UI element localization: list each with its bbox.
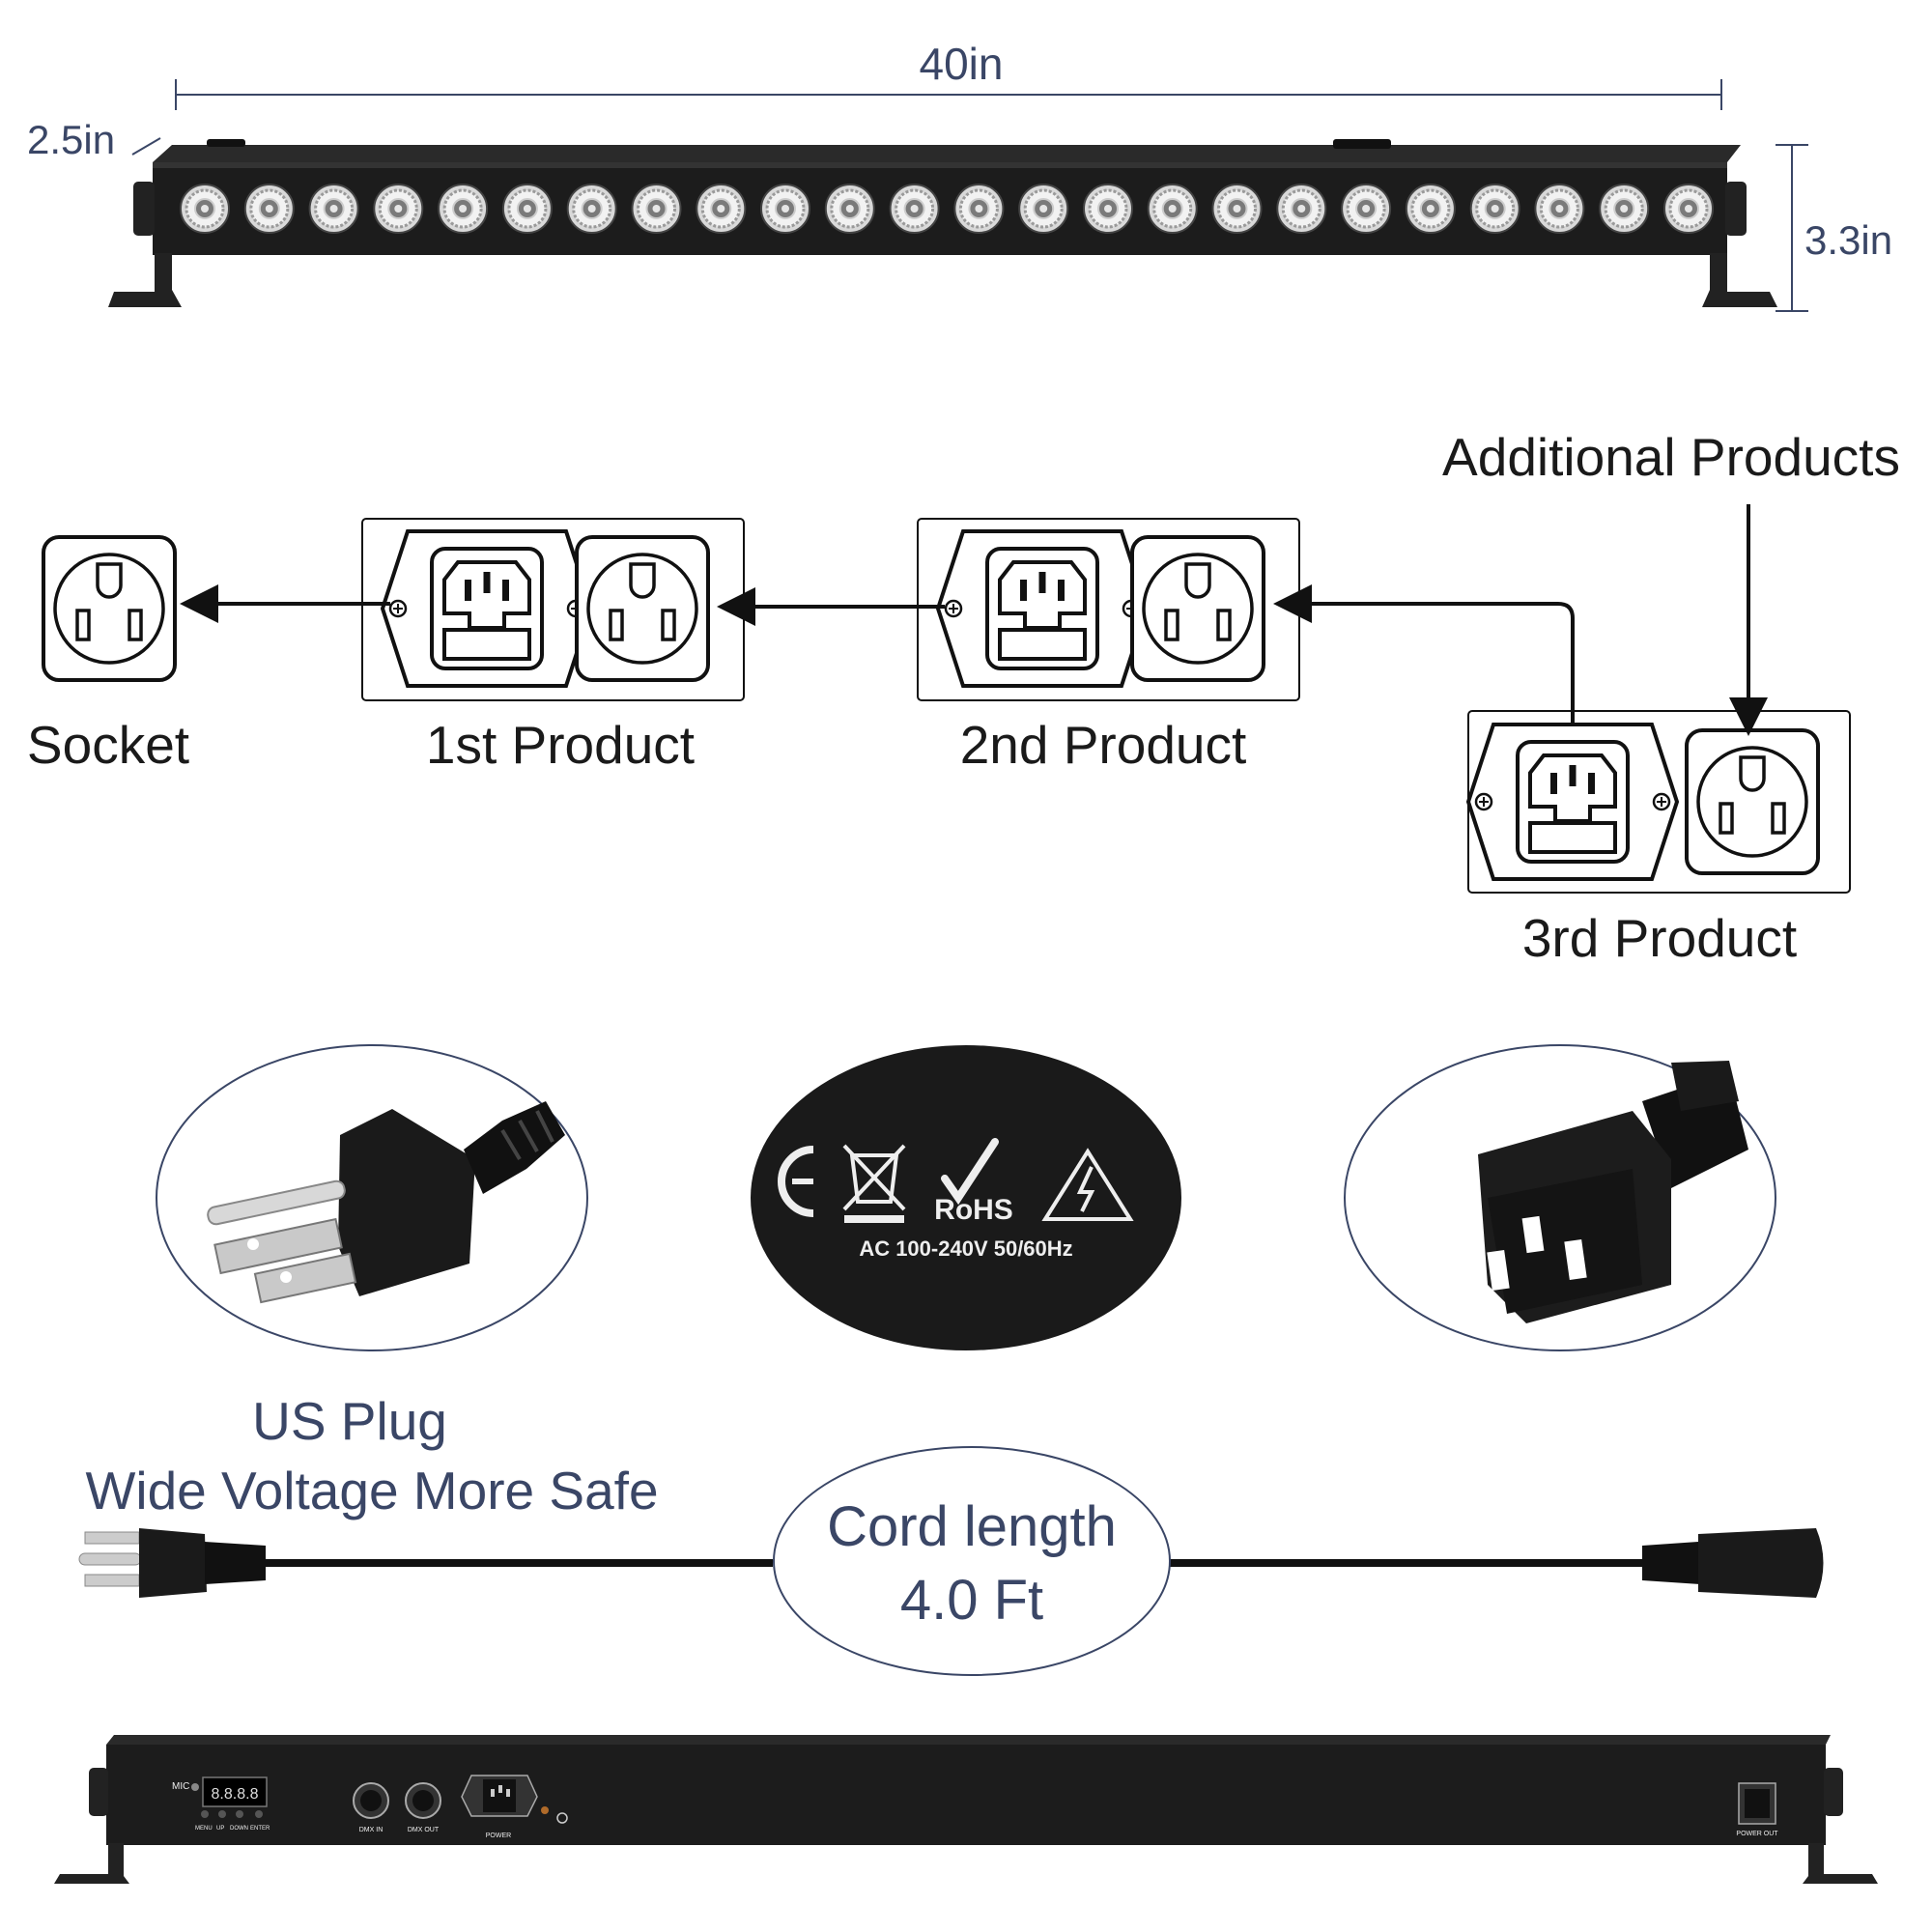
enter-button[interactable] xyxy=(255,1810,263,1818)
us-outlet-icon xyxy=(1685,728,1820,875)
led-display xyxy=(202,1776,268,1807)
led-lens-icon xyxy=(695,183,747,235)
mic-label: MIC xyxy=(172,1781,189,1792)
iec-c14-inlet-icon xyxy=(381,529,593,688)
rohs-icon: RoHS xyxy=(934,1138,1013,1226)
chain-arrows xyxy=(180,504,1768,736)
led-lens-icon xyxy=(179,183,231,235)
led-lens-icon xyxy=(952,183,1005,235)
depth-dimension: 2.5in xyxy=(27,117,161,162)
led-lens-icon xyxy=(501,183,554,235)
led-lens-icon xyxy=(1340,183,1392,235)
fuse-icon xyxy=(541,1806,549,1814)
iec-connector-oval xyxy=(1344,1044,1776,1351)
voltage-label: AC 100-240V 50/60Hz xyxy=(859,1236,1072,1261)
display-value: 8.8.8.8 xyxy=(212,1786,259,1803)
power-out-label: POWER OUT xyxy=(1736,1831,1778,1837)
led-lens-icon xyxy=(372,183,424,235)
height-label: 3.3in xyxy=(1804,217,1892,263)
led-lens-icon xyxy=(308,183,360,235)
dmx-out-label: DMX OUT xyxy=(408,1827,440,1833)
wall-socket: Socket xyxy=(27,535,189,775)
led-lens-icon xyxy=(1598,183,1650,235)
cord-length-line1: Cord length xyxy=(827,1495,1117,1558)
down-button[interactable] xyxy=(236,1810,243,1818)
ce-mark-icon xyxy=(778,1146,814,1217)
led-lens-icon xyxy=(824,183,876,235)
led-lens-icon xyxy=(1662,183,1715,235)
led-lens-icon xyxy=(566,183,618,235)
us-plug-icon xyxy=(78,1528,266,1598)
led-lens-icon xyxy=(1082,183,1134,235)
button-label: UP xyxy=(216,1826,224,1832)
us-plug-icon xyxy=(207,1101,565,1304)
daisy-chain-diagram: Additional Products Socket 1st Product 2… xyxy=(27,427,1900,968)
power-out-port[interactable]: POWER OUT xyxy=(1736,1782,1778,1837)
led-bar-rear-view: MIC 8.8.8.8 MENU UP DOWN ENTER DMX IN DM… xyxy=(54,1735,1878,1884)
length-dimension: 40in xyxy=(175,39,1722,110)
menu-button[interactable] xyxy=(201,1810,209,1818)
iec-c13-connector-icon xyxy=(1642,1528,1824,1598)
button-label: ENTER xyxy=(250,1826,270,1832)
rohs-label: RoHS xyxy=(934,1194,1013,1226)
up-button[interactable] xyxy=(218,1810,226,1818)
product-3: 3rd Product xyxy=(1466,710,1851,968)
led-lens-icon xyxy=(759,183,811,235)
socket-label: Socket xyxy=(27,715,189,775)
length-label: 40in xyxy=(920,39,1004,89)
led-lens-icon xyxy=(631,183,682,235)
us-outlet-icon xyxy=(575,535,710,682)
product-2: 2nd Product xyxy=(917,518,1300,775)
us-outlet-icon xyxy=(1130,535,1265,682)
button-label: MENU xyxy=(195,1826,213,1832)
led-bar-front-view: 40in 2.5in 3.3in xyxy=(27,39,1892,312)
led-lens-icon xyxy=(1147,183,1199,235)
mic-icon xyxy=(191,1783,199,1791)
cord-length-line2: 4.0 Ft xyxy=(900,1569,1043,1632)
product-label: 3rd Product xyxy=(1522,908,1797,968)
led-lens-icon xyxy=(1017,183,1069,235)
ground-screw-icon xyxy=(556,1812,568,1824)
power-label: POWER xyxy=(486,1833,511,1839)
dmx-out-port[interactable]: DMX OUT xyxy=(405,1782,441,1833)
iec-c14-inlet-icon xyxy=(936,529,1149,688)
led-lens-icon xyxy=(437,183,489,235)
product-1: 1st Product xyxy=(361,518,745,775)
us-plug-oval xyxy=(156,1044,588,1351)
led-lens-icon xyxy=(1275,183,1327,235)
product-label: 2nd Product xyxy=(960,715,1247,775)
dmx-in-port[interactable]: DMX IN xyxy=(353,1782,389,1833)
iec-c14-inlet-icon xyxy=(1466,723,1679,881)
product-label: 1st Product xyxy=(426,715,695,775)
led-lens-icon xyxy=(1211,183,1263,235)
plug-caption-line2: Wide Voltage More Safe xyxy=(85,1461,658,1520)
power-inlet[interactable]: POWER xyxy=(461,1775,538,1839)
led-lens-icon xyxy=(1405,183,1457,235)
power-cord: Cord length 4.0 Ft xyxy=(78,1446,1824,1676)
dmx-in-label: DMX IN xyxy=(359,1827,384,1833)
led-lens-icon xyxy=(889,183,941,235)
features-row: RoHS AC 100-240V 50/60Hz US Plug Wid xyxy=(85,1044,1776,1520)
weee-bin-icon xyxy=(842,1144,906,1223)
additional-products-heading: Additional Products xyxy=(1442,427,1900,487)
height-dimension: 3.3in xyxy=(1776,144,1892,312)
certifications-oval: RoHS AC 100-240V 50/60Hz xyxy=(751,1045,1181,1350)
high-voltage-icon xyxy=(1041,1148,1134,1221)
led-lens-icon xyxy=(1469,183,1521,235)
led-lens-icon xyxy=(1533,183,1585,235)
iec-c13-connector-icon xyxy=(1478,1061,1748,1323)
control-panel: MIC 8.8.8.8 MENU UP DOWN ENTER xyxy=(172,1776,270,1832)
plug-caption-line1: US Plug xyxy=(252,1391,447,1451)
button-label: DOWN xyxy=(230,1826,248,1832)
led-lens-icon xyxy=(243,183,296,235)
cord-length-oval xyxy=(773,1446,1171,1676)
depth-label: 2.5in xyxy=(27,117,115,162)
us-outlet-icon xyxy=(42,535,177,682)
